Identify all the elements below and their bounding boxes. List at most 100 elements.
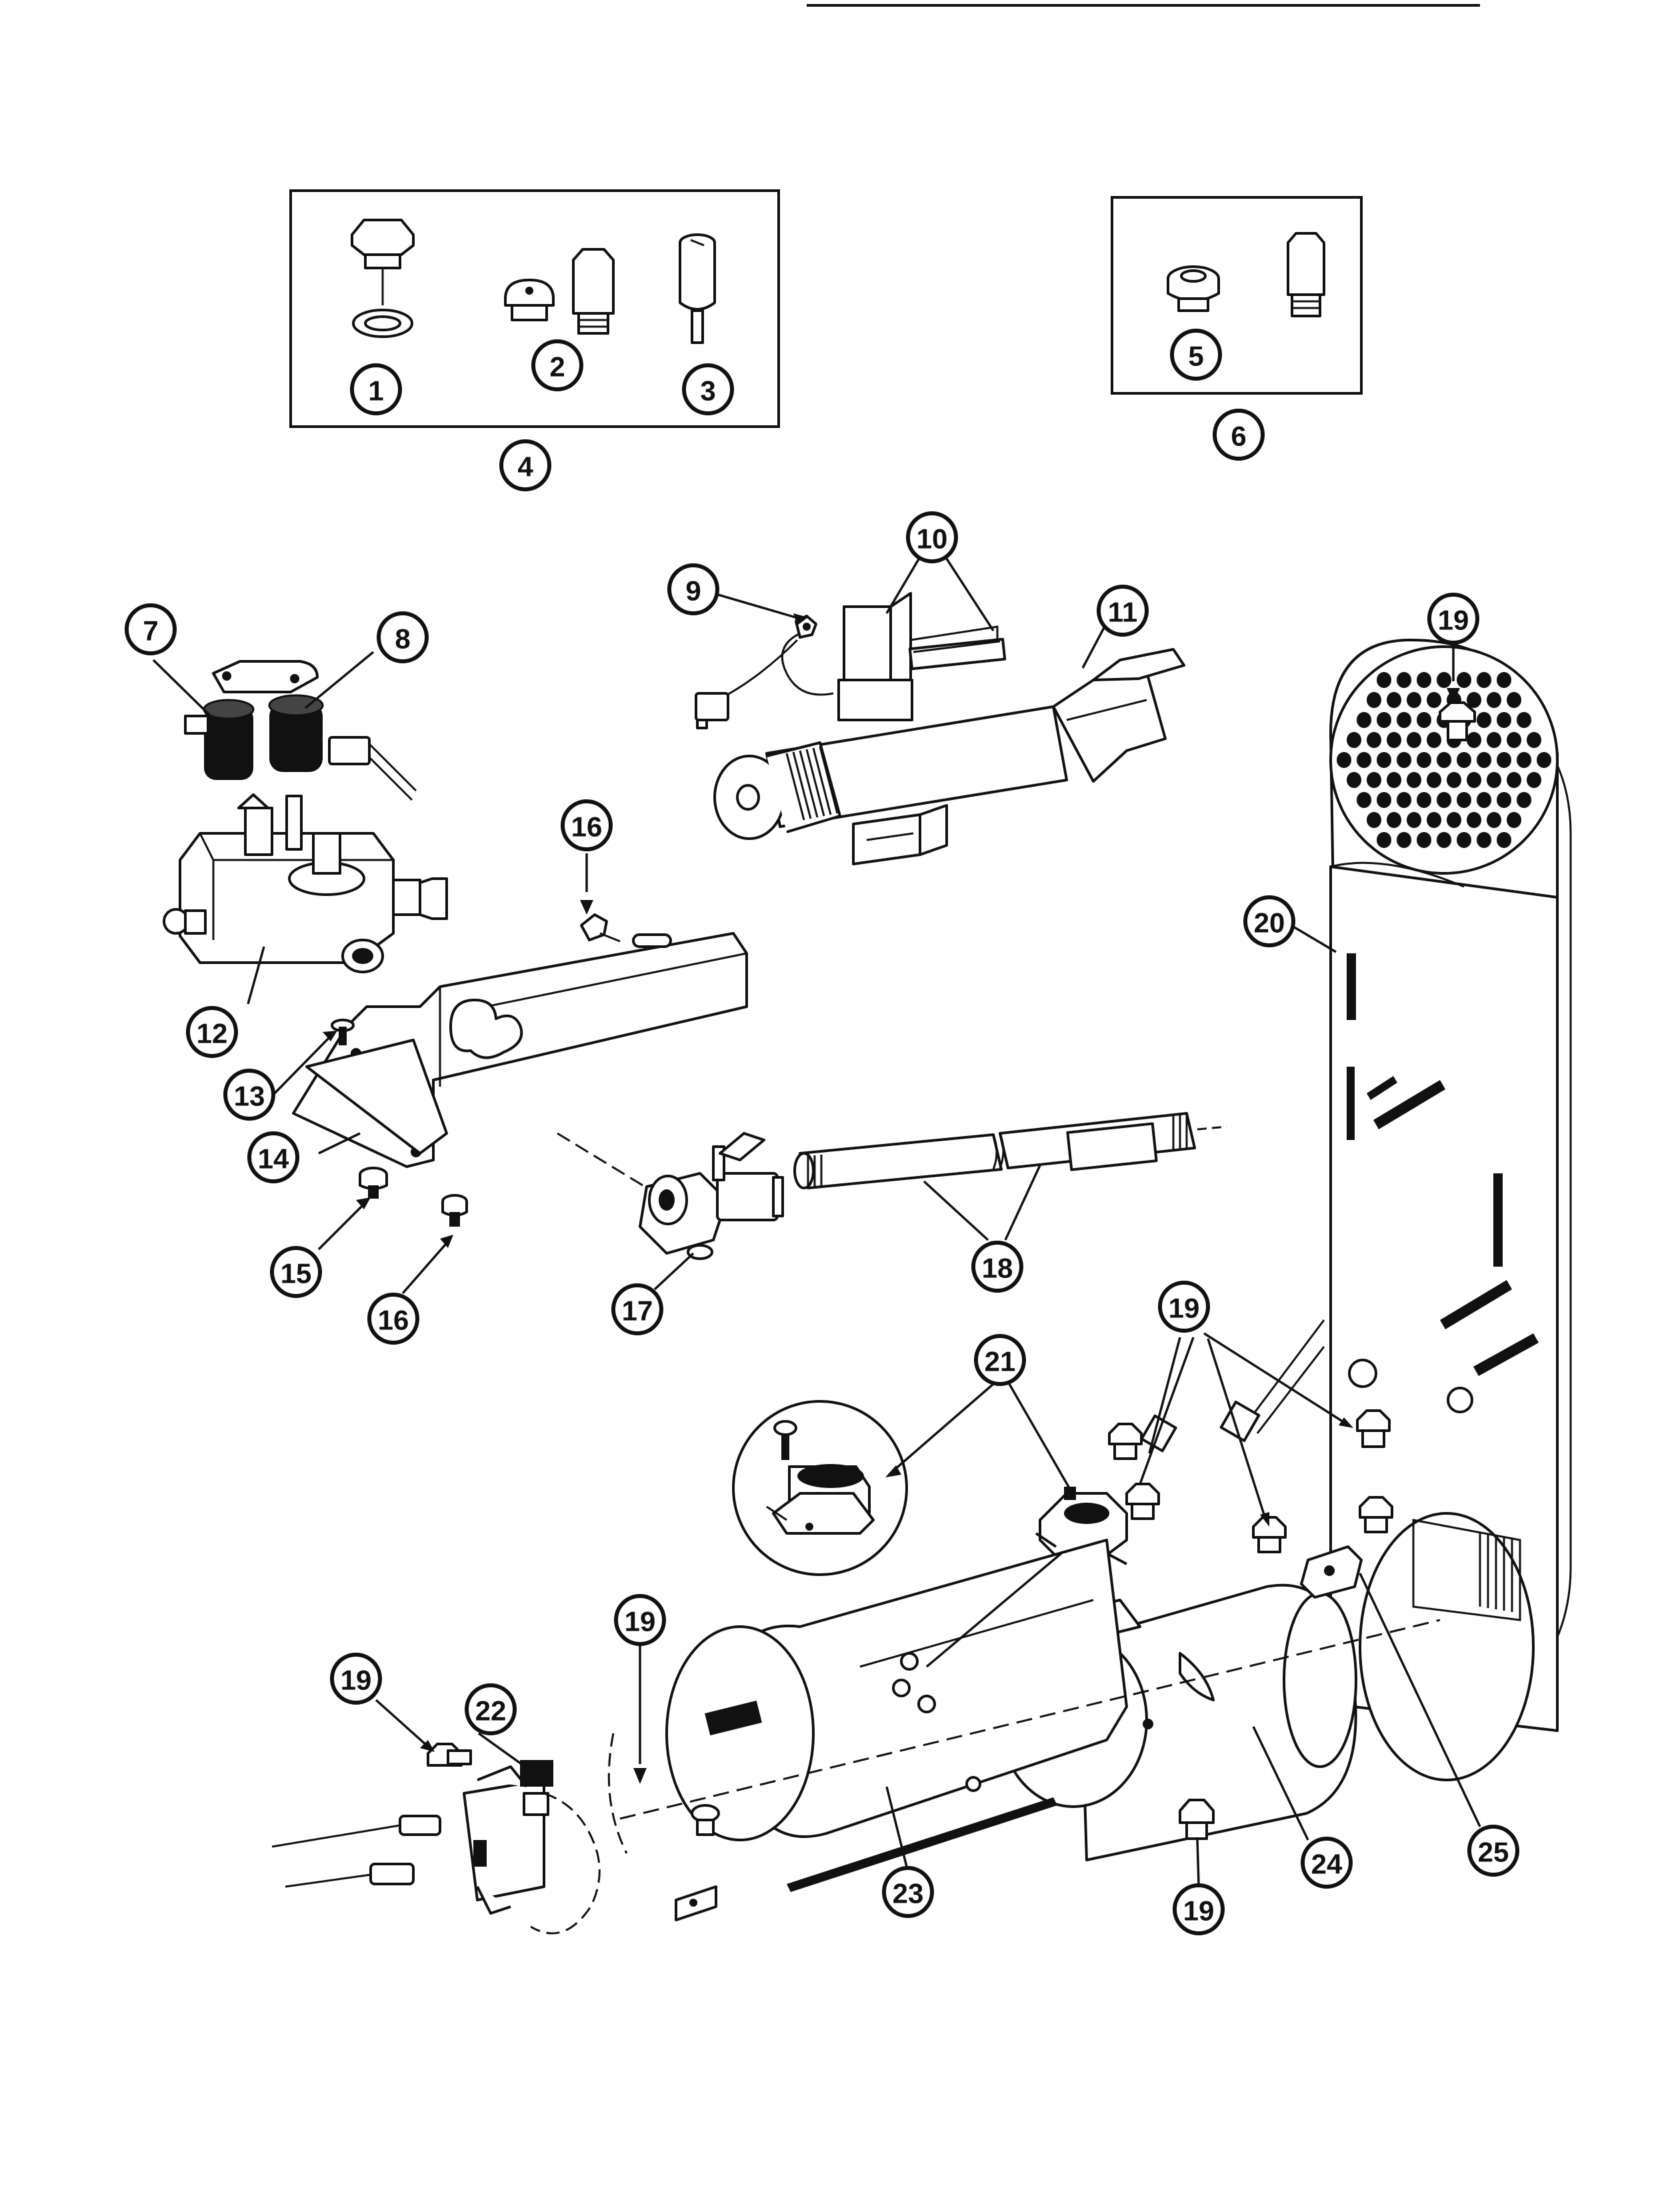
sensor-wires: [271, 1815, 441, 1888]
callout-label: 19: [1438, 605, 1469, 636]
vent-hole: [1357, 712, 1371, 728]
vent-hole: [1537, 752, 1551, 768]
callout-label: 8: [395, 623, 410, 655]
vent-hole: [1467, 772, 1481, 788]
vent-hole: [1457, 672, 1471, 688]
vent-hole: [1427, 812, 1441, 828]
vent-hole: [1377, 832, 1391, 848]
callout-5: 5: [1170, 329, 1222, 381]
callout-label: 22: [475, 1695, 507, 1727]
callout-label: 24: [1311, 1849, 1343, 1880]
vent-hole: [1417, 672, 1431, 688]
callout-label: 19: [341, 1665, 372, 1696]
vent-hole: [1497, 712, 1511, 728]
callout-label: 10: [917, 523, 948, 555]
screw-part-16-lower: [441, 1194, 468, 1227]
screws-part-19-cluster: [1108, 1409, 1393, 1553]
vent-hole: [1397, 832, 1411, 848]
vent-hole: [1367, 772, 1381, 788]
vent-hole: [1357, 752, 1371, 768]
callout-15: 15: [270, 1246, 322, 1298]
pilot-orifice-part-3: [679, 233, 716, 344]
vent-hole: [1487, 732, 1501, 748]
callout-label: 16: [378, 1305, 409, 1336]
callout-19-top: 19: [1427, 593, 1479, 645]
vent-hole: [1397, 672, 1411, 688]
vent-hole: [1497, 752, 1511, 768]
vent-hole: [1367, 732, 1381, 748]
vent-hole: [1527, 732, 1541, 748]
combustion-chamber-part-23: [665, 1539, 1128, 1921]
callout-label: 17: [622, 1295, 653, 1327]
callout-label: 16: [571, 811, 603, 843]
vent-hole: [1367, 692, 1381, 708]
callout-label: 21: [985, 1346, 1016, 1377]
gas-valve-assembly: [163, 660, 448, 973]
vent-hole: [1517, 712, 1531, 728]
callout-23: 23: [882, 1866, 934, 1918]
vent-hole: [1377, 672, 1391, 688]
vent-hole: [1397, 792, 1411, 808]
bracket-part-25: [1300, 1545, 1363, 1599]
vent-hole: [1437, 792, 1451, 808]
callout-label: 20: [1254, 907, 1285, 939]
vent-hole: [1467, 812, 1481, 828]
callout-19-cluster: 19: [1158, 1281, 1210, 1333]
vent-hole: [1417, 752, 1431, 768]
screw-part-19-left: [427, 1743, 472, 1767]
callout-label: 3: [700, 375, 715, 407]
callout-label: 18: [982, 1253, 1013, 1284]
vent-hole: [1497, 672, 1511, 688]
vent-hole: [1377, 752, 1391, 768]
callout-label: 14: [258, 1143, 289, 1175]
screw-part-16-upper: [580, 913, 621, 943]
callout-label: 13: [234, 1081, 265, 1112]
vent-hole: [1477, 712, 1491, 728]
vent-hole: [1507, 772, 1521, 788]
vent-hole-group: [1337, 672, 1551, 848]
screw-part-19-top: [1439, 701, 1476, 741]
vent-hole: [1437, 832, 1451, 848]
vent-hole: [1467, 732, 1481, 748]
callout-label: 7: [143, 615, 158, 647]
burner-cover-panel-part-20: [1329, 639, 1572, 1781]
callout-label: 9: [685, 575, 701, 607]
vent-hole: [1367, 812, 1381, 828]
callout-label: 5: [1188, 341, 1203, 372]
vent-hole: [1467, 692, 1481, 708]
vent-hole: [1337, 752, 1351, 768]
flame-sensor-part-22: [463, 1733, 628, 1935]
vent-hole: [1517, 752, 1531, 768]
shutoff-valve-part-17: [557, 1132, 784, 1260]
leader-lines: [152, 554, 1481, 1885]
callout-14: 14: [247, 1131, 299, 1183]
callout-10: 10: [906, 511, 958, 563]
thermostat-inset-detail: [732, 1400, 908, 1576]
callout-13: 13: [223, 1069, 275, 1121]
callout-17: 17: [611, 1283, 663, 1335]
wire-harness-upper-right: [1140, 1319, 1325, 1453]
callout-label: 6: [1231, 421, 1246, 452]
vent-hole: [1457, 792, 1471, 808]
callout-20: 20: [1243, 895, 1295, 947]
callout-19-chamber: 19: [614, 1594, 666, 1646]
vent-hole: [1387, 772, 1401, 788]
valve-coil-part-7: [204, 707, 253, 780]
vent-hole: [1427, 772, 1441, 788]
vent-hole: [1417, 832, 1431, 848]
callout-7: 7: [125, 603, 177, 655]
vent-hole: [1507, 692, 1521, 708]
callout-label: 12: [197, 1018, 228, 1049]
callout-label: 23: [893, 1878, 924, 1909]
callout-21: 21: [974, 1334, 1026, 1386]
vent-hole: [1447, 812, 1461, 828]
callout-label: 15: [281, 1258, 312, 1289]
vent-hole: [1407, 692, 1421, 708]
vent-hole: [1397, 712, 1411, 728]
opening-grille-lines: [1479, 1533, 1513, 1612]
vent-hole: [1387, 692, 1401, 708]
callout-label: 19: [1183, 1895, 1215, 1927]
callout-19-bottom: 19: [1173, 1883, 1225, 1935]
callout-9: 9: [667, 563, 719, 615]
